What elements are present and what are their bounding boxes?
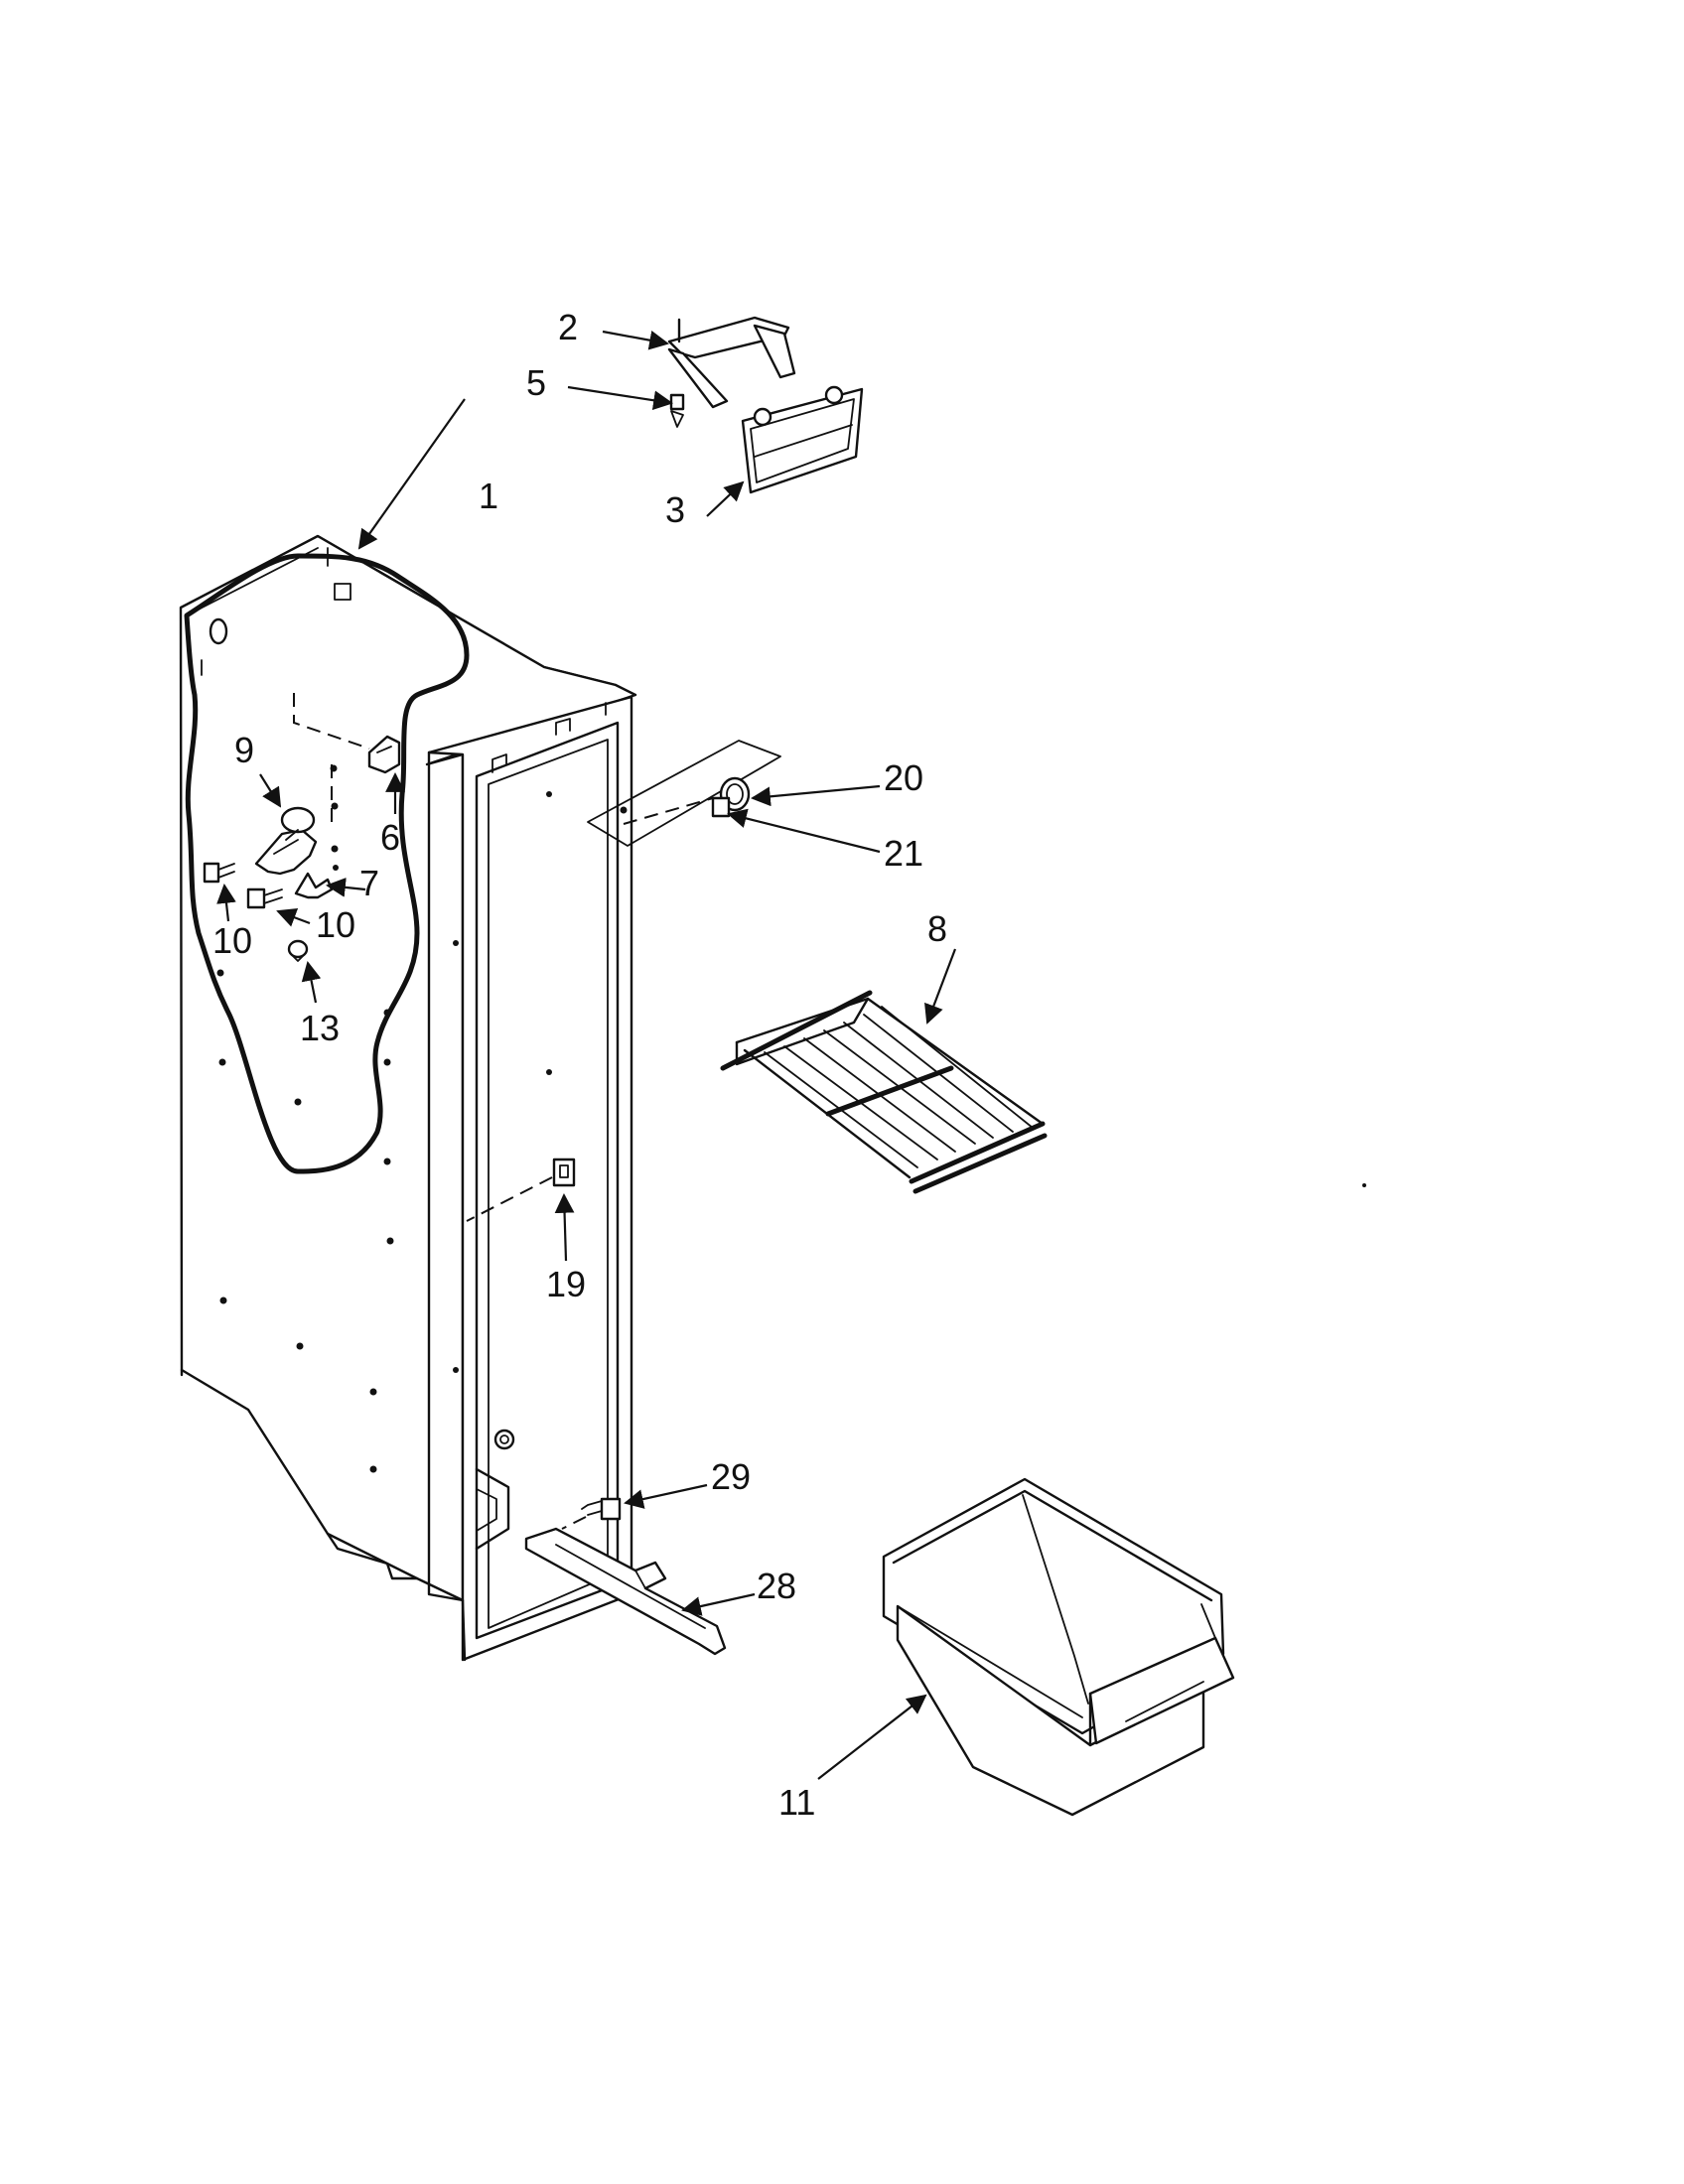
leader-21 — [727, 808, 881, 854]
leader-1 — [357, 398, 466, 550]
part-29-screw — [561, 1497, 622, 1530]
callout-20: 20 — [884, 757, 923, 798]
part-2-rail-bracket — [667, 316, 796, 409]
part-8-wire-shelf — [720, 990, 1048, 1194]
callout-8: 8 — [927, 908, 947, 949]
leader-5 — [567, 385, 673, 411]
leader-8 — [924, 948, 957, 1024]
freezer-liner — [179, 534, 637, 1662]
leader-11 — [817, 1694, 927, 1780]
callout-labels: 1 2 3 5 6 7 8 9 10 10 11 13 19 20 21 28 … — [212, 307, 947, 1823]
leader-20 — [751, 784, 881, 807]
part-10-screw-b — [246, 887, 283, 909]
part-13-plug — [287, 939, 309, 962]
part-28-rail — [524, 1527, 727, 1656]
callout-9: 9 — [234, 730, 254, 770]
part-11-storage-bin — [882, 1477, 1235, 1817]
callout-3: 3 — [665, 489, 685, 530]
callout-1: 1 — [479, 476, 498, 516]
leader-28 — [681, 1592, 756, 1616]
part-10-screw-a — [203, 862, 235, 884]
leader-19 — [554, 1193, 575, 1262]
part-19-switch — [466, 1158, 576, 1222]
part-20-21-socket — [587, 740, 781, 847]
callout-21: 21 — [884, 833, 923, 874]
leader-10b — [276, 907, 311, 927]
callout-10b: 10 — [316, 904, 355, 945]
leader-7 — [326, 878, 366, 897]
leader-2 — [602, 330, 669, 350]
callout-7: 7 — [359, 863, 379, 903]
callout-28: 28 — [757, 1566, 796, 1606]
part-3-panel — [741, 385, 864, 494]
leader-13 — [301, 961, 322, 1004]
leader-3 — [706, 480, 745, 517]
part-9-bracket — [254, 806, 318, 876]
callout-11: 11 — [778, 1782, 815, 1823]
callout-6: 6 — [380, 817, 400, 858]
callout-13: 13 — [300, 1008, 340, 1048]
speck — [1362, 1183, 1366, 1187]
leader-9 — [259, 773, 282, 808]
leader-10a — [216, 884, 236, 922]
leader-29 — [624, 1483, 708, 1509]
callout-2: 2 — [558, 307, 578, 347]
leader-lines — [216, 330, 957, 1780]
callout-19: 19 — [546, 1264, 586, 1304]
part-5-screw — [669, 393, 685, 428]
callout-5: 5 — [526, 362, 546, 403]
part-6-clip — [367, 735, 401, 774]
callout-29: 29 — [711, 1456, 751, 1497]
callout-10a: 10 — [212, 920, 252, 961]
